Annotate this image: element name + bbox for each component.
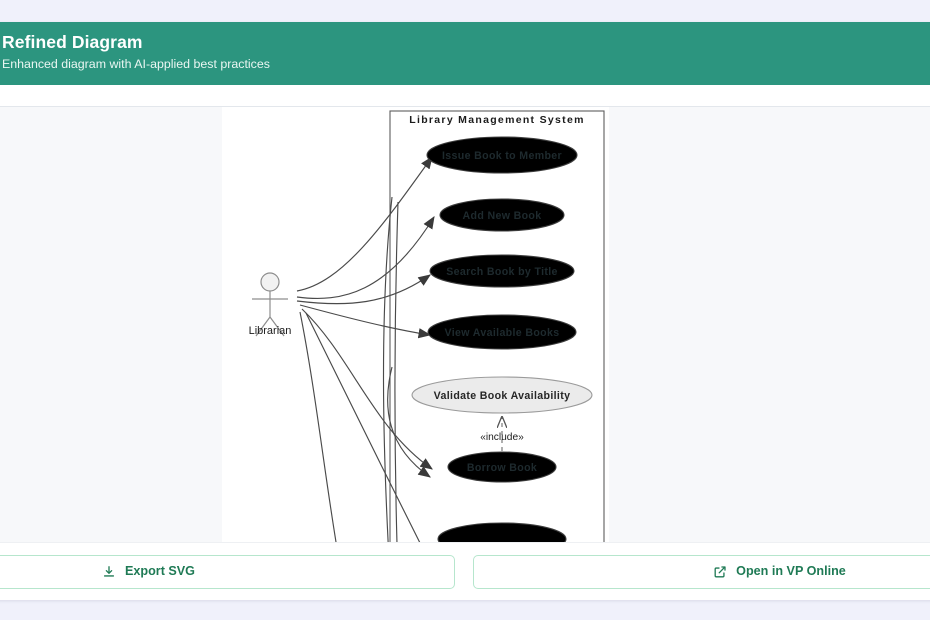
- diagram-scroll-area[interactable]: Library Management System: [0, 107, 930, 542]
- page-title: Refined Diagram: [2, 32, 143, 52]
- svg-text:Search Book by Title: Search Book by Title: [446, 266, 558, 278]
- card-header: Refined Diagram Enhanced diagram with AI…: [0, 22, 930, 85]
- use-case-issue-book-to-member[interactable]: Issue Book to Member: [426, 136, 578, 174]
- header-divider: [0, 85, 930, 107]
- use-case-diagram-svg: Library Management System: [222, 107, 609, 542]
- use-case-view-available-books[interactable]: View Available Books: [427, 314, 577, 350]
- page-subtitle: Enhanced diagram with AI-applied best pr…: [2, 57, 270, 71]
- system-boundary-label: Library Management System: [409, 114, 584, 126]
- svg-text:Borrow Book: Borrow Book: [467, 462, 537, 474]
- card-footer: Export SVG Open in VP Online: [0, 542, 930, 600]
- export-svg-label: Export SVG: [125, 564, 195, 579]
- use-case-add-new-book[interactable]: Add New Book: [439, 198, 565, 232]
- actor-librarian[interactable]: Librarian: [249, 272, 292, 337]
- include-stereotype-label: «include»: [480, 432, 524, 443]
- use-case-borrow-book[interactable]: Borrow Book: [447, 451, 557, 483]
- open-in-vp-online-label: Open in VP Online: [736, 564, 846, 579]
- diagram-card: Refined Diagram Enhanced diagram with AI…: [0, 22, 930, 600]
- diagram-canvas[interactable]: Library Management System: [222, 107, 609, 542]
- svg-text:Add New Book: Add New Book: [463, 210, 542, 222]
- actor-label-librarian: Librarian: [249, 325, 292, 337]
- download-icon: [102, 565, 116, 579]
- svg-text:View Available Books: View Available Books: [445, 327, 560, 339]
- svg-text:Issue Book to Member: Issue Book to Member: [442, 150, 562, 162]
- export-svg-button[interactable]: Export SVG: [0, 554, 455, 589]
- use-case-clipped-below[interactable]: [437, 522, 567, 542]
- association-lines: [296, 156, 435, 542]
- use-case-validate-book-availability[interactable]: Validate Book Availability: [411, 376, 593, 414]
- open-in-vp-online-button[interactable]: Open in VP Online: [473, 554, 930, 589]
- svg-text:Validate Book Availability: Validate Book Availability: [434, 390, 571, 402]
- use-case-search-book-by-title[interactable]: Search Book by Title: [429, 254, 575, 288]
- external-link-icon: [713, 565, 727, 579]
- system-boundary: Library Management System: [389, 110, 605, 542]
